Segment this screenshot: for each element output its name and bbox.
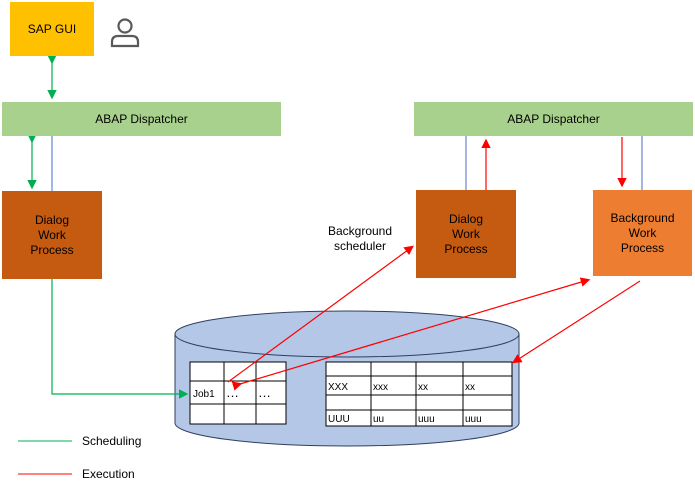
data-cell: UUU — [328, 414, 350, 425]
abap-dispatcher-left: ABAP Dispatcher — [2, 102, 281, 136]
job-ellipsis-1: … — [226, 385, 239, 400]
data-cell: xx — [465, 382, 475, 393]
user-icon — [110, 18, 140, 48]
legend-lines — [18, 440, 72, 475]
dialog-work-process-left: Dialog Work Process — [2, 191, 102, 279]
legend-scheduling: Scheduling — [82, 434, 142, 448]
job-ellipsis-2: … — [258, 385, 271, 400]
data-cell: XXX — [328, 382, 349, 393]
data-cell: xxx — [373, 382, 388, 393]
data-cell: xx — [418, 382, 428, 393]
data-cell: uu — [373, 414, 385, 425]
abap-dispatcher-right: ABAP Dispatcher — [414, 102, 693, 136]
data-cell: uuu — [418, 414, 435, 425]
data-cell: uuu — [465, 414, 482, 425]
background-work-process: Background Work Process — [593, 190, 692, 276]
dialog-work-process-right: Dialog Work Process — [416, 190, 516, 278]
execution-arrows — [227, 137, 641, 391]
legend-execution: Execution — [82, 467, 135, 481]
scheduling-arrows — [27, 54, 189, 399]
job1-cell: Job1 — [193, 389, 215, 400]
background-scheduler-label: Background scheduler — [327, 224, 393, 253]
connector-lines — [51, 136, 643, 191]
sap-gui-box: SAP GUI — [10, 2, 94, 56]
